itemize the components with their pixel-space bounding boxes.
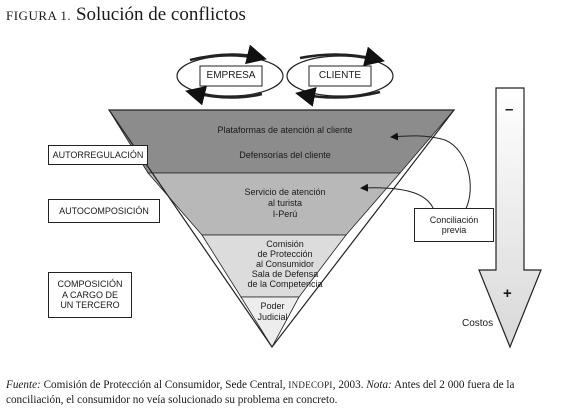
level-plataformas: Plataformas de atención al cliente	[217, 125, 353, 135]
cliente-ellipse	[286, 55, 394, 97]
arrow-to-level-1	[390, 132, 471, 216]
level-poder-judicial: Poder Judicial	[257, 301, 288, 322]
cost-plus-sign: +	[503, 285, 512, 302]
level-comision: Comisión de Protección al Consumidor Sal…	[247, 239, 323, 289]
empresa-box	[199, 65, 263, 87]
nota-text: Antes del 2 000 fuera de la conciliación…	[6, 379, 515, 406]
pyramid-outline	[107, 109, 456, 349]
level-defensorias: Defensorías del cliente	[239, 150, 331, 160]
conciliacion-box: Conciliación previa	[414, 208, 494, 242]
cycle-arrow-bottom-left	[185, 85, 263, 106]
cycle-diagram	[176, 44, 394, 107]
pyramid	[107, 109, 456, 349]
figure-title-text: Solución de conflictos	[75, 4, 246, 25]
tercero-box: COMPOSICIÓN A CARGO DE UN TERCERO	[48, 272, 132, 318]
costos-label: Costos	[462, 318, 494, 329]
figure-title: FIGURA 1. Solución de conflictos	[6, 4, 246, 26]
autocomposicion-box: AUTOCOMPOSICIÓN	[48, 199, 160, 223]
band-level-1	[108, 109, 455, 174]
cost-minus-sign: –	[505, 101, 514, 118]
band-level-4	[240, 296, 300, 348]
cycle-arrow-top-left	[189, 44, 267, 65]
empresa-ellipse	[176, 55, 284, 97]
empresa-label: EMPRESA	[206, 70, 256, 81]
level-servicio: Servicio de atención al turista I-Perú	[244, 187, 326, 219]
cycle-arrow-bottom-right	[295, 87, 381, 107]
figure-label: FIGURA 1.	[6, 8, 72, 23]
fuente-text: Comisión de Protección al Consumidor, Se…	[40, 379, 289, 391]
cliente-label: CLIENTE	[318, 70, 362, 81]
cost-arrow	[478, 87, 542, 349]
fuente-label: Fuente:	[6, 379, 41, 391]
autorregulacion-box: AUTORREGULACIÓN	[48, 145, 148, 165]
cliente-box	[308, 65, 372, 87]
year-text: , 2003.	[332, 379, 367, 391]
nota-label: Nota:	[366, 379, 392, 391]
arrow-to-level-2	[360, 183, 436, 214]
indecopi-text: INDECOPI	[288, 380, 333, 390]
cycle-arrow-top-right	[299, 46, 385, 67]
footnote: Fuente: Comisión de Protección al Consum…	[6, 378, 572, 408]
